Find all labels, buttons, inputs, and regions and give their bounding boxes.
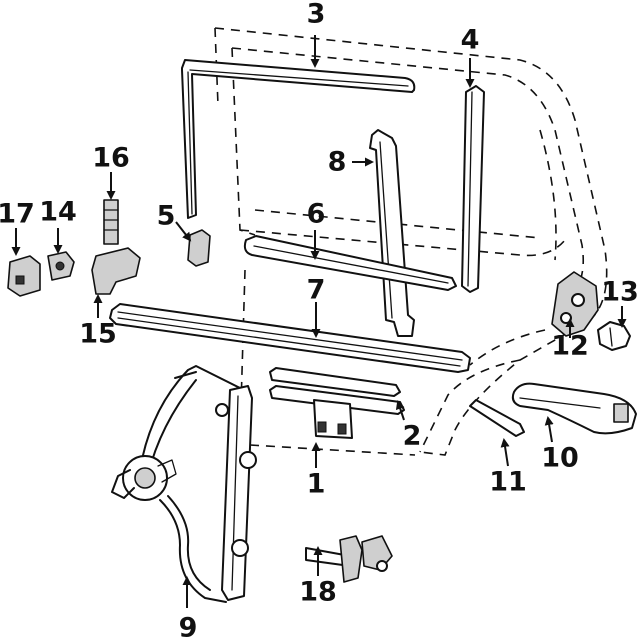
window-regulator — [111, 365, 257, 603]
callout-18: 18 — [299, 577, 337, 608]
inner-belt-weatherstrip — [243, 235, 457, 291]
callout-10: 10 — [541, 443, 579, 474]
rear-run-channel — [461, 85, 485, 293]
callout-14: 14 — [39, 197, 77, 228]
outer-belt-weatherstrip — [109, 303, 471, 373]
callout-2: 2 — [403, 421, 422, 452]
division-bar — [369, 129, 415, 337]
callout-12: 12 — [551, 331, 589, 362]
callout-11: 11 — [489, 467, 527, 498]
callout-arrows — [11, 35, 627, 608]
callout-15: 15 — [79, 319, 117, 350]
callout-13: 13 — [601, 277, 639, 308]
callout-7: 7 — [307, 275, 326, 306]
callout-8: 8 — [328, 147, 347, 178]
check-link-parts — [7, 199, 141, 297]
lock-actuator — [551, 271, 599, 337]
callout-4: 4 — [461, 25, 480, 56]
callout-16: 16 — [92, 143, 130, 174]
callout-9: 9 — [179, 613, 198, 644]
callout-17: 17 — [0, 199, 35, 230]
callout-5: 5 — [157, 201, 176, 232]
outside-handle — [511, 382, 637, 435]
clip-part — [187, 229, 211, 267]
handle-rod — [469, 399, 525, 437]
glass-run-channel — [181, 59, 416, 219]
bushing-part — [597, 321, 631, 351]
callout-1: 1 — [307, 469, 326, 500]
glass-channel — [269, 367, 405, 439]
callout-3: 3 — [307, 0, 326, 30]
callout-6: 6 — [307, 199, 326, 230]
